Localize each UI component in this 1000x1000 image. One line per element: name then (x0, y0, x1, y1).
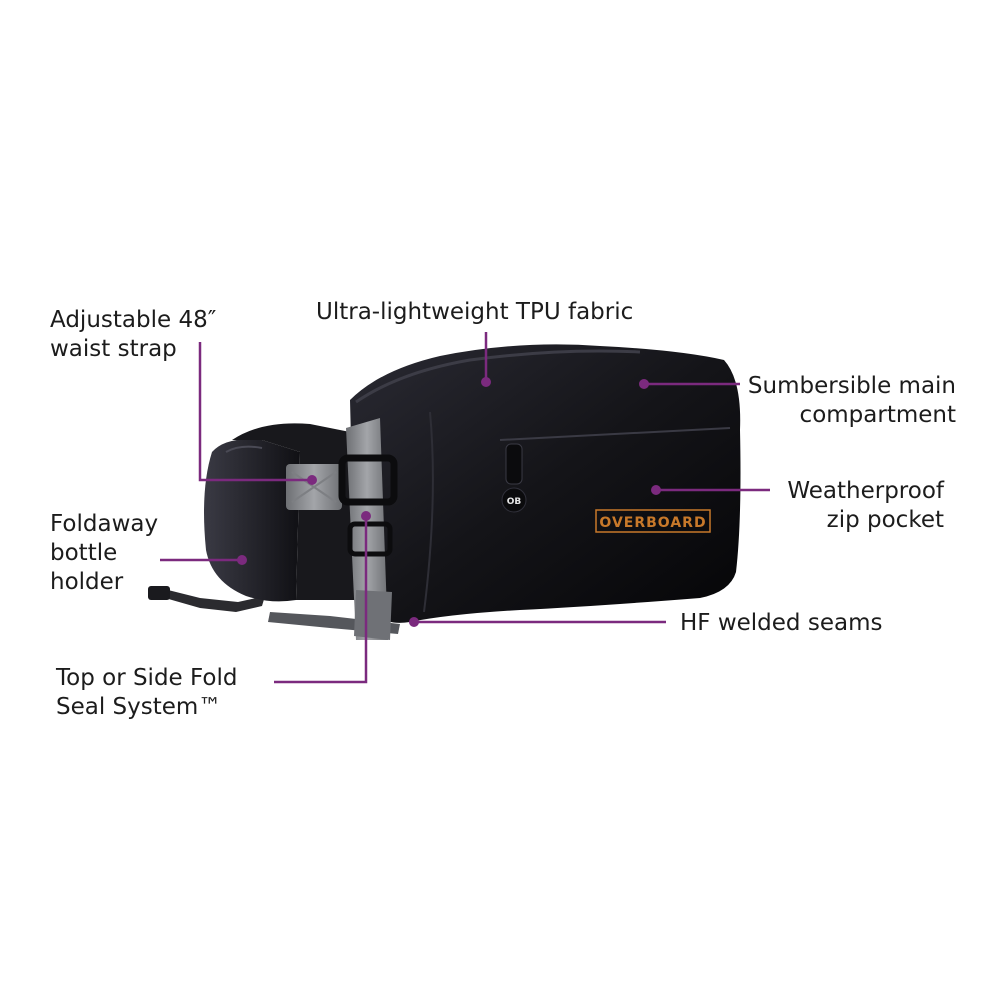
logo-text: OVERBOARD (599, 515, 706, 531)
callout-tpu-fabric: Ultra-lightweight TPU fabric (316, 299, 634, 325)
callout-fold-seal: Top or Side Fold Seal System™ (56, 665, 238, 720)
leader-lines (160, 332, 770, 684)
callout-zip-pocket: Weatherproof zip pocket (787, 478, 944, 533)
zip-pocket: OB (499, 427, 731, 513)
zip-tag-text: OB (507, 497, 522, 507)
bottle-holder-pouch (204, 423, 360, 602)
zipper-pull (505, 443, 523, 485)
leader-dots (237, 377, 661, 627)
callout-main-compartment: Sumbersible main compartment (747, 373, 956, 428)
callout-waist-strap: Adjustable 48″ waist strap (50, 307, 217, 362)
main-compartment (350, 344, 741, 623)
leader-fold-seal (274, 516, 368, 684)
buckle (338, 454, 398, 506)
zip-tag (501, 487, 527, 513)
buckle-slider (347, 521, 393, 557)
callout-seams: HF welded seams (680, 610, 883, 636)
welded-seam (423, 411, 434, 613)
overboard-logo: OVERBOARD (595, 509, 711, 533)
leader-waist-strap (198, 342, 312, 482)
callout-bottle-holder: Foldaway bottle holder (50, 511, 159, 595)
strap-buckle-end (148, 586, 170, 600)
